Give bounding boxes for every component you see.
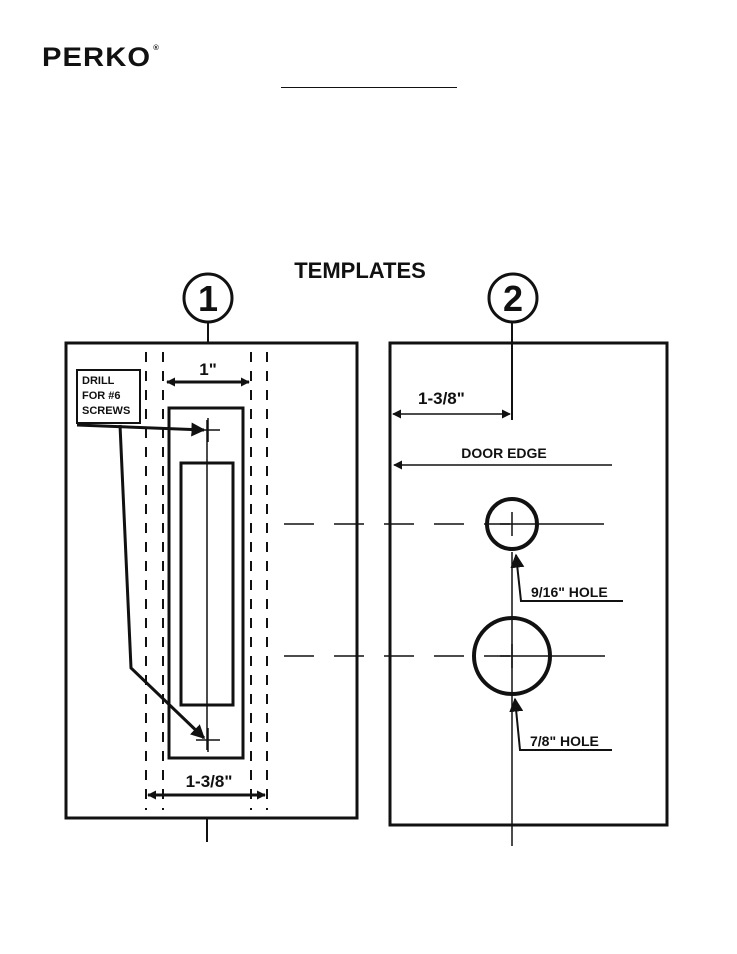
template-1: 1 1" 1-3/8" DRILL FOR #6 SCREWS xyxy=(66,274,357,842)
drill-note-line-3: SCREWS xyxy=(82,405,130,417)
dim-1-inch-label: 1" xyxy=(199,360,217,379)
dim-1-3-8-offset-label: 1-3/8" xyxy=(418,389,465,408)
screw-crosshair-bottom xyxy=(196,728,220,752)
template-2: 2 1-3/8" DOOR EDGE 9/16" HOLE 7/8" HOLE xyxy=(390,274,667,846)
hole-7-8-label: 7/8" HOLE xyxy=(530,733,599,749)
drill-note-line-1: DRILL xyxy=(82,375,115,387)
drill-leader-top xyxy=(77,425,204,430)
template-2-outline xyxy=(390,343,667,825)
hole-9-16-label: 9/16" HOLE xyxy=(531,584,608,600)
door-edge-label: DOOR EDGE xyxy=(461,445,547,461)
dim-1-3-8-bottom-label: 1-3/8" xyxy=(186,772,233,791)
drill-note-line-2: FOR #6 xyxy=(82,390,121,402)
template-1-number: 1 xyxy=(198,278,218,319)
template-2-number: 2 xyxy=(503,278,523,319)
